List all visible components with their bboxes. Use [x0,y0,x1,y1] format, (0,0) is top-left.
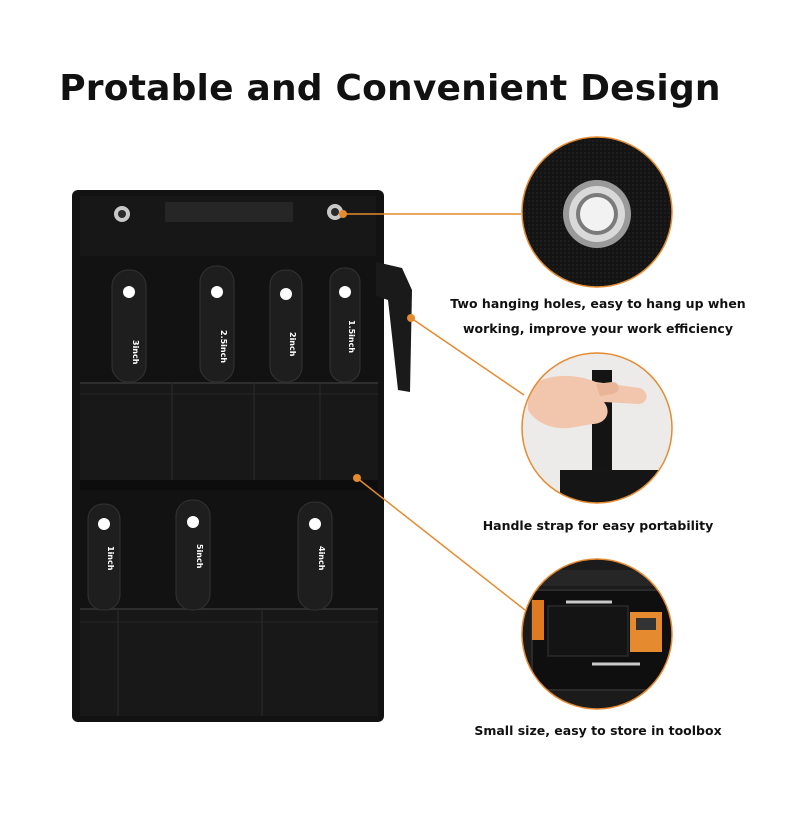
feature-hanging-holes: Two hanging holes, easy to hang up when … [440,291,756,341]
callout-hanging-hole [339,210,521,218]
tool-handle-7: 4inch [297,501,333,611]
tool-label: 2inch [288,332,297,357]
tool-roll-pouch [72,190,412,722]
feature-line: working, improve your work efficiency [463,321,733,336]
feature-line: Handle strap for easy portability [482,518,714,533]
tool-handle-3: 2inch [269,269,303,383]
tool-label: 4inch [317,546,326,571]
feature-handle-strap: Handle strap for easy portability [440,513,756,538]
tool-handle-4: 1.5inch [329,267,361,383]
tool-handle-2: 2.5inch [199,265,235,383]
callout-strap [407,314,525,396]
detail-strap-closeup [521,352,673,504]
tool-handle-5: 1inch [87,503,121,611]
feature-line: Small size, easy to store in toolbox [474,723,722,738]
pocket-row-lower [80,608,378,716]
detail-grommet-closeup [521,136,673,288]
pocket-row-upper [80,382,378,482]
hanging-hole-right [327,204,343,220]
hanging-hole-left [114,206,130,222]
tool-label: 2.5inch [219,330,228,363]
tool-label: 1.5inch [347,320,356,353]
handle-strap [376,262,412,392]
tool-label: 3inch [131,340,140,365]
tool-handle-6: 5inch [175,499,211,611]
tool-handle-1: 3inch [111,269,147,383]
tool-label: 5inch [195,544,204,569]
feature-line: Two hanging holes, easy to hang up when [450,296,746,311]
velcro-strip [165,202,293,222]
callout-storage [353,474,526,611]
page-title: Protable and Convenient Design [59,68,721,109]
tool-label: 1inch [106,546,115,571]
detail-toolbox-closeup [521,558,673,710]
feature-toolbox-storage: Small size, easy to store in toolbox [440,718,756,743]
